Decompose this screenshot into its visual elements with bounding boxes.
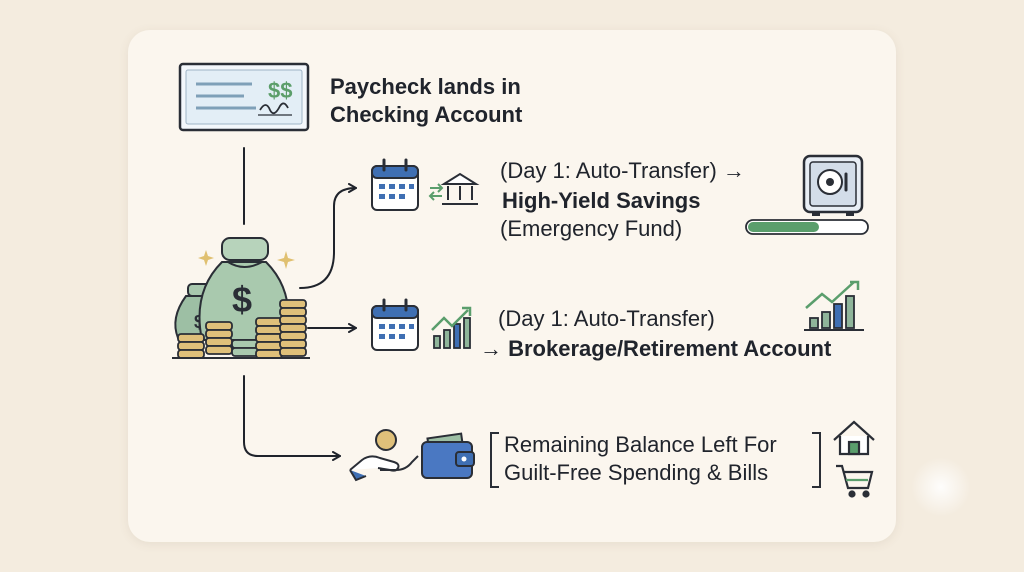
remaining-bracket-right (812, 432, 821, 488)
house-icon (833, 420, 875, 456)
paycheck-title-line1: Paycheck lands in (330, 74, 521, 99)
savings-line1: (Day 1: Auto-Transfer) → (500, 158, 745, 183)
check-amount: $$ (268, 78, 292, 103)
money-symbol: $ (232, 279, 252, 320)
remaining-bracket-left (490, 432, 499, 488)
savings-progress-fill (748, 222, 819, 232)
paycheck-title-line2: Checking Account (330, 102, 523, 127)
connectors (243, 147, 357, 461)
wallet-icon (421, 432, 475, 479)
brokerage-line1: (Day 1: Auto-Transfer) (498, 306, 715, 331)
safe-icon (802, 154, 864, 216)
bank-transfer-icon (428, 172, 480, 205)
brokerage-line2: → Brokerage/Retirement Account (480, 336, 832, 361)
growth-chart-icon (804, 280, 864, 331)
connector-to-remaining (243, 375, 341, 461)
calendar-icon (371, 298, 419, 351)
savings-line3: (Emergency Fund) (500, 216, 683, 241)
sparkle-decoration (906, 452, 976, 522)
check-icon: $$ (178, 62, 310, 132)
savings-line2: High-Yield Savings (502, 188, 701, 213)
connector-to-savings (299, 183, 357, 289)
remaining-line1: Remaining Balance Left For (504, 432, 777, 457)
hand-coin-icon (349, 429, 419, 482)
remaining-line2: Guilt-Free Spending & Bills (504, 460, 769, 485)
growth-chart-icon (431, 306, 472, 349)
shopping-cart-icon (836, 464, 874, 498)
money-bags-icon: $ $ (172, 237, 310, 359)
calendar-icon (371, 158, 419, 211)
savings-progress-bar (745, 219, 869, 235)
